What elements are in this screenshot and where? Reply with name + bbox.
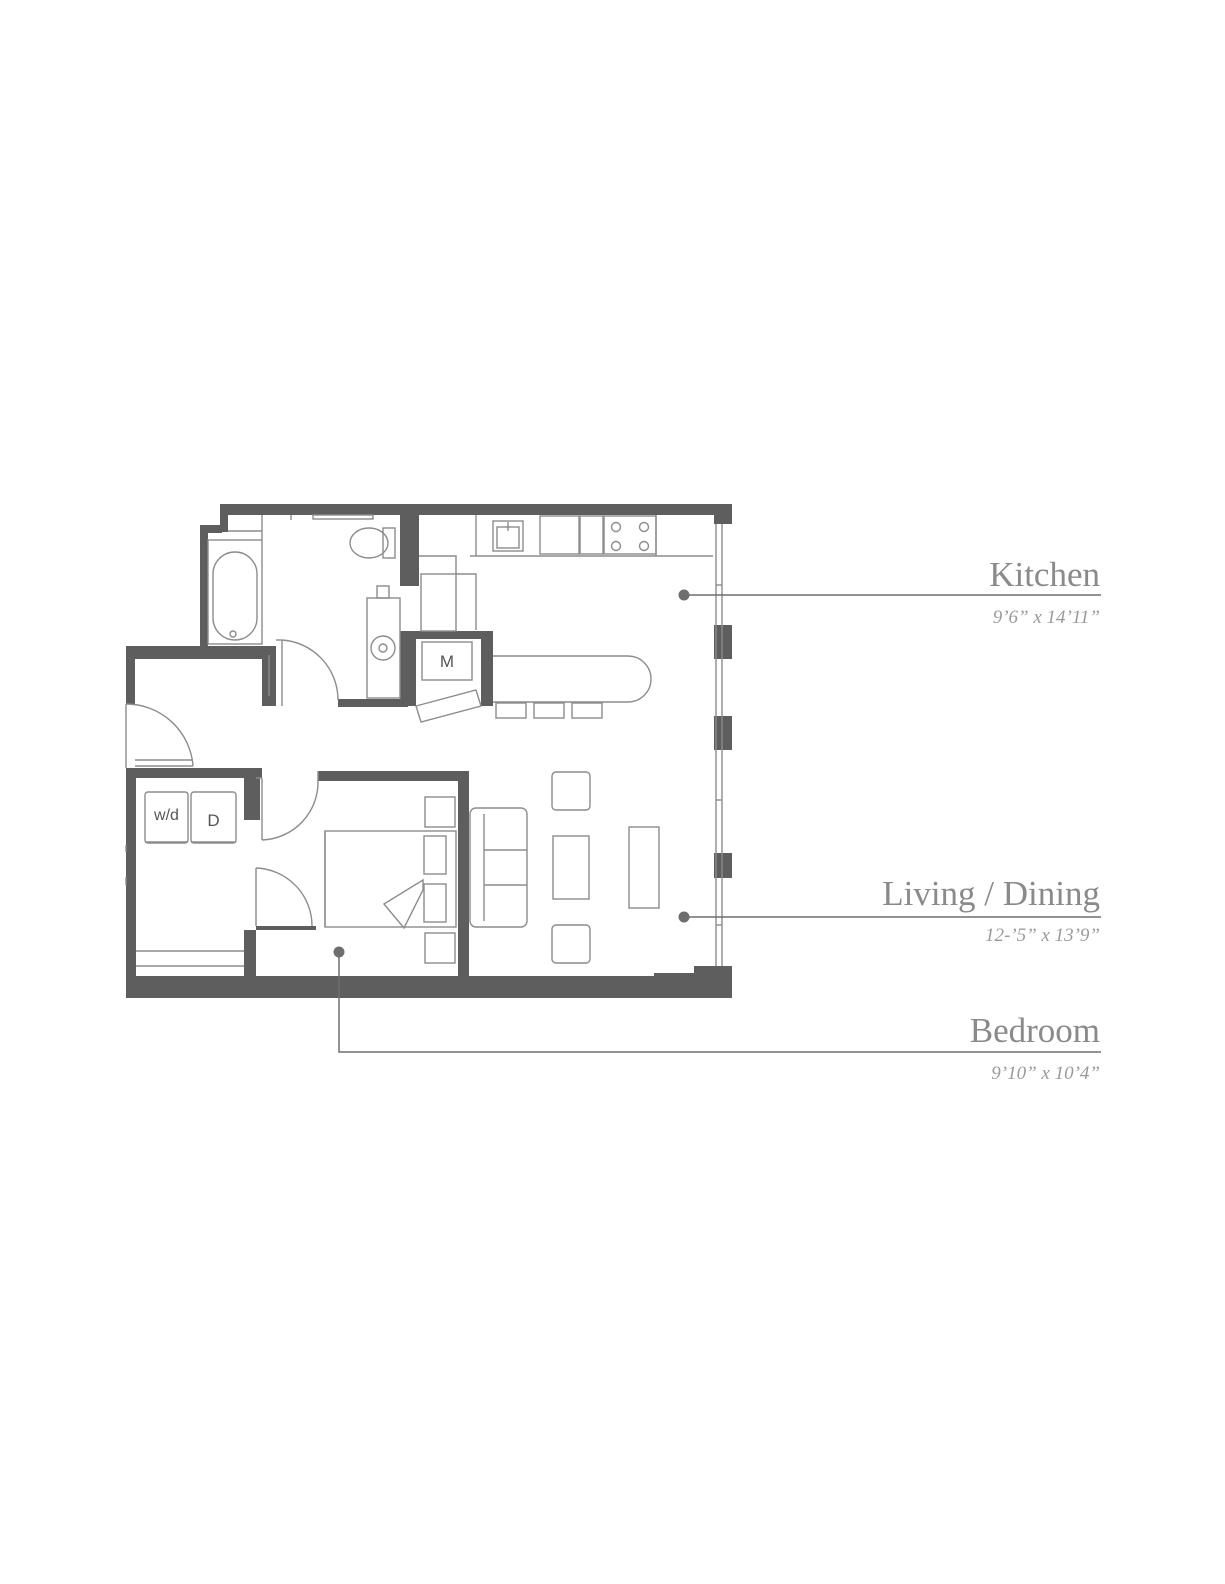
bedroom-door	[255, 867, 313, 927]
wall-bedroom-right	[458, 771, 469, 998]
wall-bottom-step	[654, 973, 694, 977]
coffee-table	[552, 835, 590, 900]
living-dining-dimensions: 12-’5” x 13’9”	[984, 925, 1100, 946]
media-console	[628, 826, 660, 909]
wall-right-pier	[714, 504, 732, 524]
wall-mech-left	[404, 631, 416, 706]
wall-bedroom-top	[318, 771, 469, 781]
wall-mech-top	[404, 631, 493, 639]
leader-lines	[333, 589, 1101, 1053]
wall-bath-bottom	[126, 646, 276, 659]
mechanical-label: M	[439, 652, 455, 671]
wall-laundry-top	[126, 768, 262, 778]
wall-bath-kitchen-upper	[400, 504, 419, 586]
refrigerator	[420, 573, 457, 632]
wall-bottom	[126, 976, 694, 998]
wall-right-pier	[714, 853, 732, 878]
wall-entry-upper	[126, 646, 135, 704]
wall-right-pier	[714, 625, 732, 659]
fixtures	[125, 514, 723, 967]
washer-dryer-label: w/d	[154, 807, 179, 824]
toilet	[349, 527, 396, 559]
walls	[126, 504, 732, 998]
laundry-units	[144, 791, 237, 844]
living-dining-title: Living / Dining	[882, 874, 1100, 913]
bathtub	[207, 539, 263, 645]
wall-left-lower	[126, 768, 136, 998]
mechanical-unit	[421, 641, 473, 681]
wall-right-pier	[714, 716, 732, 750]
bath-door	[276, 639, 339, 706]
wall-laundry-right-upper	[244, 768, 260, 820]
sofa	[469, 807, 528, 928]
wall-notch	[200, 525, 222, 533]
bedroom-dimensions: 9’10” x 10’4”	[991, 1063, 1100, 1084]
bar-stools	[495, 702, 603, 719]
wall-top	[220, 504, 732, 515]
mech-door	[415, 689, 482, 723]
window-glazing	[715, 524, 723, 966]
bedroom-title: Bedroom	[969, 1011, 1100, 1050]
armchair	[551, 771, 591, 811]
kitchen-island	[493, 655, 652, 703]
wall-bedroom-door-jamb	[256, 926, 316, 930]
kitchen-title: Kitchen	[989, 555, 1100, 594]
dishwasher	[539, 515, 580, 555]
vanity-sink	[366, 585, 401, 699]
laundry-door	[256, 771, 319, 841]
bedroom-leader	[338, 952, 1101, 1053]
armchair	[551, 924, 591, 964]
nightstand	[424, 796, 456, 828]
cabinet	[579, 515, 604, 555]
kitchen-counter	[419, 515, 713, 630]
bed	[324, 830, 457, 930]
cooktop	[603, 515, 657, 555]
entry-door	[125, 703, 194, 768]
kitchen-sink	[492, 520, 524, 552]
dryer-label: D	[207, 811, 220, 830]
wall-notch-side	[220, 504, 228, 532]
nightstand	[424, 932, 456, 964]
wall-vanity-bottom	[338, 699, 404, 707]
kitchen-dimensions: 9’6” x 14’11”	[992, 607, 1100, 628]
wall-bottom-right-pier	[694, 966, 732, 998]
wall-bath-left	[200, 525, 208, 649]
wall-mech-right	[481, 631, 493, 706]
